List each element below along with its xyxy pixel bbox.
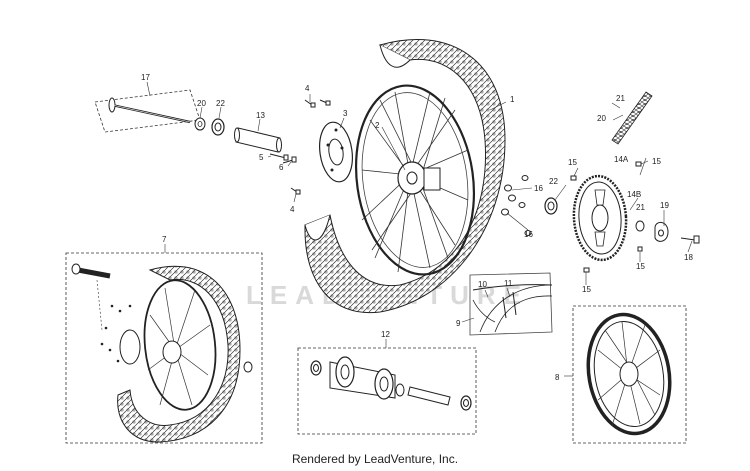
label-21b: 21 bbox=[636, 203, 645, 212]
brake-disc-3 bbox=[319, 121, 353, 183]
label-9: 9 bbox=[456, 319, 461, 328]
label-11: 11 bbox=[504, 279, 513, 288]
label-19: 19 bbox=[660, 201, 669, 210]
main-wheel-assembly bbox=[304, 39, 506, 314]
box-12 bbox=[297, 347, 477, 435]
label-3: 3 bbox=[343, 109, 348, 118]
bolts-5-6 bbox=[269, 99, 331, 195]
label-6: 6 bbox=[279, 163, 284, 172]
box-7 bbox=[65, 252, 263, 444]
label-20b: 20 bbox=[597, 114, 606, 123]
label-8: 8 bbox=[555, 373, 560, 382]
inset-detail-9-10-11 bbox=[469, 272, 553, 336]
rendered-by-caption: Rendered by LeadVenture, Inc. bbox=[291, 452, 459, 466]
label-15a: 15 bbox=[568, 158, 577, 167]
label-14a: 14A bbox=[614, 155, 629, 164]
label-14b: 14B bbox=[627, 190, 641, 199]
label-13: 13 bbox=[256, 111, 265, 120]
bearing-22 bbox=[211, 118, 225, 136]
label-10: 10 bbox=[478, 280, 487, 289]
label-21a: 21 bbox=[616, 94, 625, 103]
label-15d: 15 bbox=[582, 285, 591, 294]
bearing-22b bbox=[544, 197, 558, 215]
chain-21 bbox=[611, 91, 653, 145]
small-parts-15-21-19-18 bbox=[570, 161, 700, 273]
main-rim bbox=[354, 84, 476, 276]
part-labels: 17 20 22 13 5 6 4 4 3 2 1 21 20 15 14A 1… bbox=[141, 73, 693, 382]
collar-20 bbox=[194, 117, 206, 131]
box-8 bbox=[572, 305, 687, 444]
label-4b: 4 bbox=[290, 205, 295, 214]
label-12: 12 bbox=[381, 330, 390, 339]
label-15c: 15 bbox=[636, 262, 645, 271]
label-20a: 20 bbox=[197, 99, 206, 108]
label-5: 5 bbox=[259, 153, 264, 162]
label-22b: 22 bbox=[549, 177, 558, 186]
main-tire bbox=[304, 39, 506, 314]
label-1: 1 bbox=[510, 95, 515, 104]
label-4a: 4 bbox=[305, 84, 310, 93]
label-22a: 22 bbox=[216, 99, 225, 108]
label-16a: 16 bbox=[534, 184, 543, 193]
spacer-13 bbox=[234, 127, 282, 153]
nuts-16 bbox=[501, 175, 532, 236]
label-18: 18 bbox=[684, 253, 693, 262]
label-2: 2 bbox=[375, 121, 380, 130]
label-15b: 15 bbox=[652, 157, 661, 166]
axle-17 bbox=[94, 89, 201, 133]
label-17: 17 bbox=[141, 73, 150, 82]
sprocket-14a bbox=[572, 174, 628, 262]
label-16b: 16 bbox=[524, 230, 533, 239]
leader-lines bbox=[146, 81, 693, 377]
label-7: 7 bbox=[162, 235, 167, 244]
